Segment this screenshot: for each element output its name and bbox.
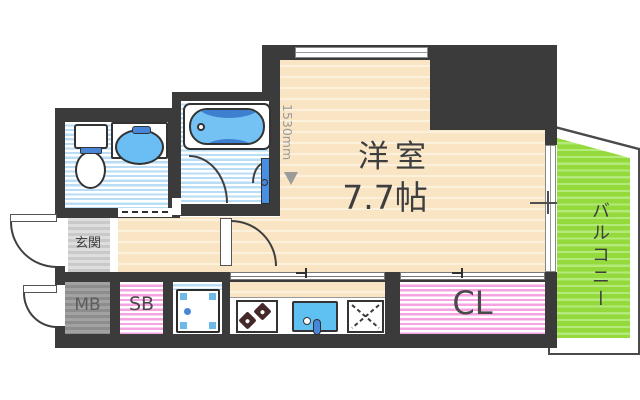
left-wall-piece-2 <box>55 326 65 334</box>
dimension-arrow-icon <box>284 172 298 185</box>
entrance-area <box>68 218 110 272</box>
washbasin-icon <box>111 122 168 168</box>
bathroom-wall-notch <box>172 198 181 215</box>
post-sb-washer <box>163 280 173 334</box>
entrance-label: 玄関 <box>74 236 101 251</box>
toilet-icon <box>73 123 109 191</box>
main-room-left-wall <box>262 45 280 92</box>
post-kitchen-closet <box>385 272 400 334</box>
closet-sliding-door-mark-v <box>461 268 463 278</box>
upper-right-solid-block <box>430 45 557 130</box>
shoe-box-area <box>120 282 163 334</box>
balcony-window <box>545 145 556 272</box>
closet-sliding-door <box>400 272 545 280</box>
window <box>295 47 428 58</box>
post-mb-sb <box>110 280 120 334</box>
right-wall-lower <box>545 272 557 334</box>
window-top-jamb <box>545 128 557 145</box>
kitchen-floor-strip <box>230 282 385 298</box>
bottom-wall <box>55 334 557 348</box>
meter-box-door-leaf <box>23 285 57 293</box>
balcony-label: バルコニー <box>589 201 610 311</box>
washing-machine-pan-icon <box>176 289 220 333</box>
toilet-room-folding-door <box>118 208 172 217</box>
closet-area <box>400 282 545 334</box>
main-room-label: 洋室 <box>358 139 432 175</box>
closet-sliding-door-mark-h <box>452 272 462 274</box>
kitchen-sliding-door-mark-h <box>296 272 306 274</box>
bathroom-door-knob <box>261 179 268 186</box>
meter-box-label: MB <box>74 295 101 315</box>
meter-box-area <box>65 282 110 334</box>
left-wall-piece-1 <box>55 266 65 285</box>
kitchen-sink-icon <box>292 301 338 335</box>
kitchen-sliding-door <box>230 272 385 280</box>
post-washer-kitchen <box>222 280 230 334</box>
entrance-door-swing-arc <box>10 222 57 268</box>
bathroom-door-handle-arc <box>252 162 265 183</box>
kitchen-sliding-door-mark-v <box>305 268 307 278</box>
balcony-deck <box>557 138 630 338</box>
refrigerator-space-icon <box>347 300 384 333</box>
stove-burners-icon <box>236 300 278 333</box>
balcony-window-cross-v <box>547 191 549 214</box>
main-room-size-label: 7.7帖 <box>342 178 428 217</box>
closet-label: CL <box>452 284 493 322</box>
dimension-text: 1530mm <box>280 104 295 161</box>
entrance-door-leaf <box>10 214 57 222</box>
washer-tap-band <box>173 282 222 290</box>
balcony <box>548 124 640 356</box>
balcony-window-cross-h <box>530 202 557 204</box>
bathtub-icon <box>183 103 271 150</box>
shoe-box-label: SB <box>128 293 155 315</box>
meter-box-door-swing-arc <box>23 293 57 328</box>
